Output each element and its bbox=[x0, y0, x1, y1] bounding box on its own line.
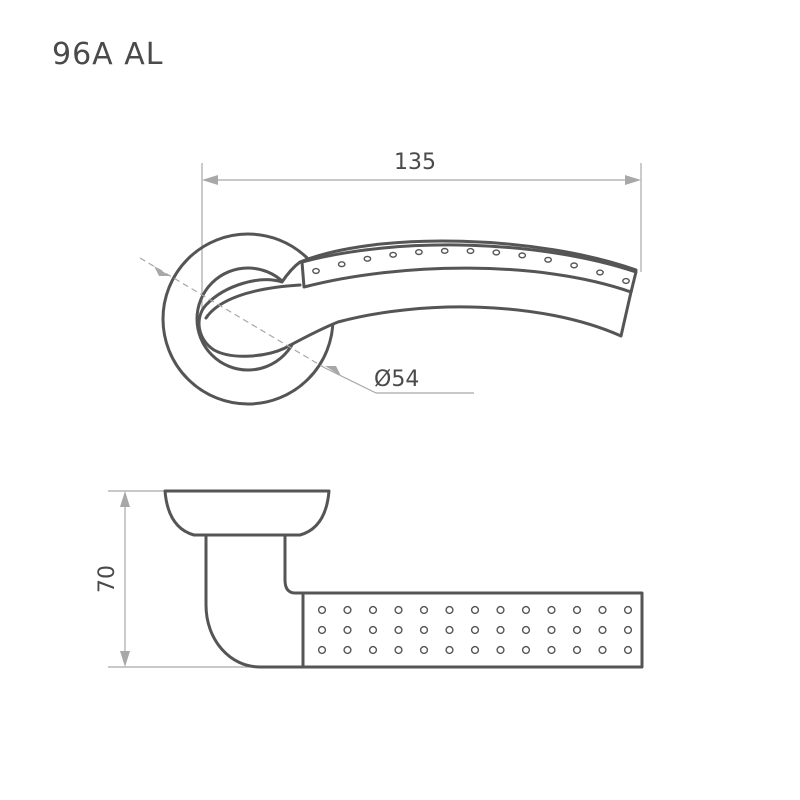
lever-side-dot bbox=[598, 645, 607, 655]
lever-side-dot bbox=[496, 605, 505, 615]
lever-side-dot bbox=[572, 625, 582, 635]
lever-top-neck-curve bbox=[204, 283, 302, 320]
lever-top-dot bbox=[312, 267, 320, 275]
lever-side-dot bbox=[419, 605, 429, 615]
lever-side-dot bbox=[343, 605, 352, 615]
lever-top-insert bbox=[300, 243, 638, 294]
lever-side-dot bbox=[317, 625, 327, 635]
diameter-dimension: Ø54 bbox=[139, 257, 474, 394]
lever-side-dot bbox=[547, 625, 556, 635]
lever-side-dot bbox=[445, 645, 454, 655]
height-arrow-bottom bbox=[120, 651, 130, 667]
lever-side-dot bbox=[521, 645, 531, 655]
lever-side-dot bbox=[368, 625, 378, 635]
lever-side-dot bbox=[368, 645, 378, 655]
lever-top-dots bbox=[312, 247, 630, 285]
height-arrow-top bbox=[120, 491, 130, 507]
lever-side-dot bbox=[496, 645, 505, 655]
lever-side-dot bbox=[317, 645, 327, 655]
lever-top-dot bbox=[440, 247, 449, 255]
lever-side-dot bbox=[496, 625, 505, 635]
height-dimension: 70 bbox=[95, 490, 250, 668]
diameter-center-line bbox=[139, 257, 326, 369]
lever-side-dot bbox=[317, 605, 327, 615]
lever-side-dots bbox=[317, 605, 633, 655]
lever-side-neck bbox=[204, 533, 307, 669]
model-title: 96A AL bbox=[52, 37, 163, 72]
lever-side-dot bbox=[547, 605, 556, 615]
height-label: 70 bbox=[95, 565, 120, 593]
diameter-leader-diagonal bbox=[324, 367, 377, 394]
side-view: 70 bbox=[95, 489, 644, 669]
lever-top-dot bbox=[414, 249, 423, 256]
lever-top-dot bbox=[492, 249, 501, 256]
width-arrow-left bbox=[202, 175, 218, 185]
lever-side-dot bbox=[419, 645, 429, 655]
lever-top-dot bbox=[518, 252, 527, 259]
lever-side-dot bbox=[470, 625, 480, 635]
lever-side-dot bbox=[419, 625, 429, 635]
lever-side-dot bbox=[394, 625, 403, 635]
lever-top-dot bbox=[466, 247, 475, 255]
lever-top-dot bbox=[570, 262, 578, 269]
width-label: 135 bbox=[394, 150, 436, 175]
lever-top-dot bbox=[337, 261, 346, 268]
lever-side-dot bbox=[572, 605, 582, 615]
lever-side-dot bbox=[368, 605, 378, 615]
lever-side-dot bbox=[470, 645, 480, 655]
lever-side-dot bbox=[623, 625, 633, 635]
lever-side-dot bbox=[623, 605, 633, 615]
width-dimension: 135 bbox=[201, 150, 642, 320]
top-view: 135 Ø54 bbox=[139, 150, 642, 406]
lever-side-dot bbox=[572, 645, 582, 655]
rosette-side bbox=[163, 489, 331, 537]
lever-top-dot bbox=[622, 277, 630, 285]
lever-side-dot bbox=[521, 625, 531, 635]
lever-top-dot bbox=[596, 269, 604, 276]
lever-side-dot bbox=[394, 605, 403, 615]
diameter-label: Ø54 bbox=[374, 367, 419, 392]
lever-side-dot bbox=[470, 605, 480, 615]
lever-side-dot bbox=[623, 645, 633, 655]
lever-side-dot bbox=[394, 645, 403, 655]
width-arrow-right bbox=[625, 175, 641, 185]
diameter-arrow-left bbox=[154, 266, 170, 276]
lever-side-dot bbox=[521, 605, 531, 615]
lever-side-dot bbox=[445, 605, 454, 615]
lever-side-dot bbox=[445, 625, 454, 635]
lever-side-dot bbox=[547, 645, 556, 655]
lever-top-dot bbox=[389, 251, 397, 258]
lever-top-dot bbox=[363, 255, 372, 262]
lever-side-dot bbox=[343, 625, 352, 635]
lever-side-dot bbox=[598, 625, 607, 635]
lever-side-dot bbox=[343, 645, 352, 655]
lever-side-dot bbox=[598, 605, 607, 615]
lever-top-dot bbox=[544, 256, 552, 263]
